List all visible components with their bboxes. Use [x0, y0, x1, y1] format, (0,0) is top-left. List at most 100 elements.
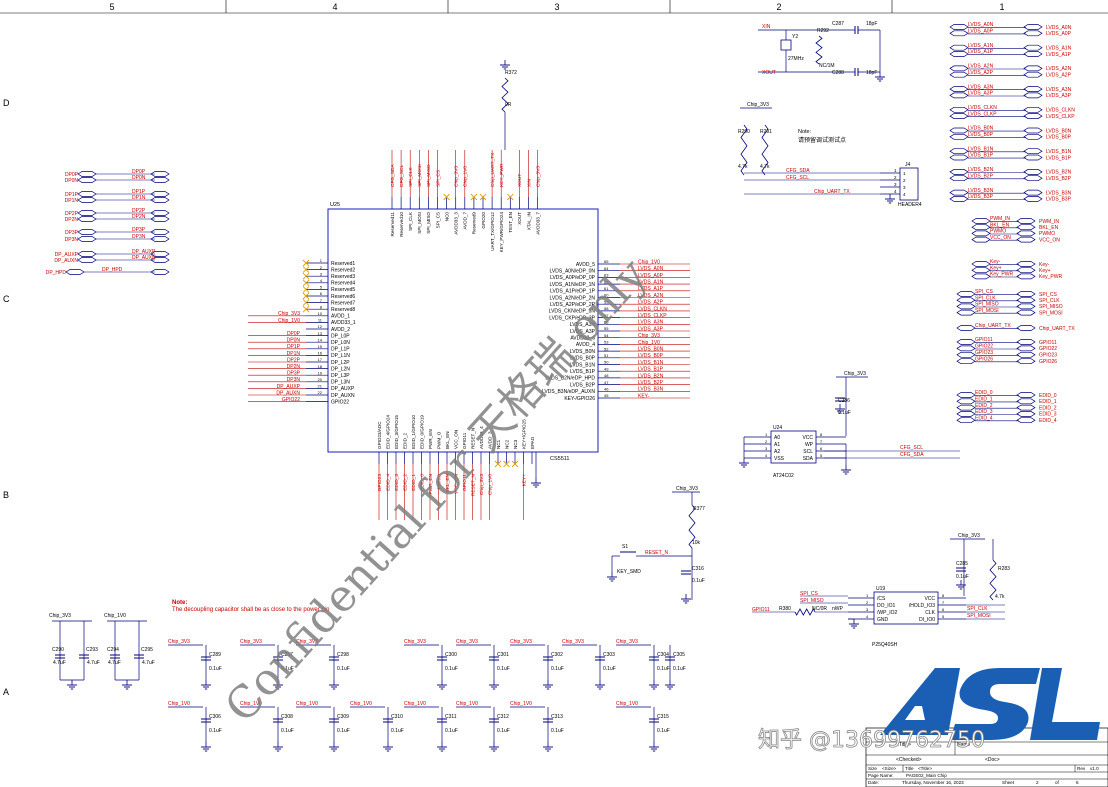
net-label: DP0P: [287, 331, 301, 337]
supply-label: Chip_3V3: [676, 486, 698, 492]
net-label: LVDS_A3N: [638, 320, 664, 326]
port-symbol: [1023, 148, 1043, 155]
port-symbol: [949, 196, 969, 202]
resistor-symbol: [989, 559, 997, 601]
asl-logo-a-hole: [905, 706, 925, 720]
port-out-label: LVDS_B1N: [1046, 149, 1072, 155]
net-label: EDID_4: [385, 474, 391, 491]
pin-number: 6: [820, 446, 823, 451]
capacitor-ref: C300: [445, 652, 457, 658]
pin-name: Reserved3: [331, 274, 355, 280]
dp-port-in-label: DP3N: [65, 237, 79, 243]
pin-number: 4: [866, 614, 869, 619]
pin-name: CLK: [925, 610, 935, 616]
port-symbol: [949, 133, 969, 140]
pin-name: UART_TX/GPIO12: [490, 212, 495, 251]
capacitor-value: 0.1uF: [838, 410, 851, 416]
capacitor-ref: C315: [657, 714, 669, 720]
port-out-label: EDID_2: [1039, 405, 1057, 411]
port-symbol: [1016, 411, 1036, 417]
resistor-ref: R380: [779, 606, 791, 612]
port-symbol: [1023, 106, 1043, 113]
capacitor-value: 0.1uF: [657, 666, 670, 672]
pin-number: 20: [318, 377, 323, 382]
port-out-label: SPI_CLK: [1039, 298, 1060, 304]
net-label: LVDS_A0N: [638, 266, 664, 272]
resistor-symbol: [688, 504, 696, 549]
net-label: SPI_CLK: [967, 606, 988, 612]
port-symbol: [956, 398, 976, 405]
title-date: Thursday, November 16, 2023: [902, 780, 964, 785]
port-out-label: Key-: [1039, 262, 1050, 268]
switch-ref: S1: [622, 544, 628, 550]
net-label: LVDS_A1N: [638, 280, 664, 286]
port-symbol: [949, 24, 969, 30]
pin-name: BKL_EN: [445, 431, 450, 449]
dp-port-symbol: [77, 251, 97, 257]
port-symbol: [971, 261, 991, 267]
pin-name: SPI_MISO: [426, 212, 431, 234]
port-in-label: GPIO26: [975, 356, 993, 362]
pin-name: SPI_MOSI: [417, 212, 422, 234]
pin-name: GPIO22: [331, 399, 349, 405]
pin-number: 21: [318, 384, 323, 389]
port-in-label: PWM_IN: [990, 216, 1010, 222]
dp-port-out-label: DP2P: [132, 208, 146, 214]
port-symbol: [949, 113, 969, 119]
port-symbol: [949, 86, 969, 92]
asl-logo: [880, 668, 1100, 740]
net-label: LVDS_A2N: [638, 293, 664, 299]
port-out-label: Chip_UART_TX: [1039, 326, 1075, 332]
dp-port-in-label: DP0N: [65, 178, 79, 184]
port-symbol: [1016, 392, 1036, 398]
pin-name: LVDS_B2N/eDP_HPD: [545, 376, 595, 382]
net-label: EDID_1: [411, 474, 417, 491]
net-label: LVDS_B2P: [638, 380, 664, 386]
pin-number: 7: [320, 298, 323, 303]
pin-name: Reserved9: [472, 212, 477, 235]
net-label: XOUT: [517, 174, 523, 187]
port-symbol: [1016, 261, 1036, 267]
pin-name: AVDD_7: [463, 212, 468, 230]
port-out-label: GPIO22: [1039, 346, 1057, 352]
no-connect-mark: [302, 259, 310, 267]
port-symbol: [956, 345, 976, 352]
resistor-symbol: [794, 608, 816, 616]
capacitor-value: 0.1uF: [497, 728, 510, 734]
net-label: CFG_SCL: [786, 175, 809, 181]
pin-number: 2: [320, 265, 323, 270]
pin-name: LVDS_CKP/eDP_3P: [549, 315, 595, 321]
pin-name: AVDD33_7: [535, 212, 540, 235]
port-out-label: LVDS_B3P: [1046, 197, 1072, 203]
pin-number: 14: [318, 337, 323, 342]
title-size: <Size>: [882, 766, 897, 771]
net-label: EDID_2: [402, 474, 408, 491]
supply-label: Chip_1V0: [104, 613, 126, 619]
pin-number: 3: [903, 185, 906, 190]
pin-number: 50: [604, 360, 609, 365]
port-symbol: [956, 309, 976, 316]
port-symbol: [949, 30, 969, 37]
pin-name: TEST_EN: [508, 212, 513, 233]
port-in-label: Key-: [990, 259, 1001, 265]
port-symbol: [1016, 325, 1036, 331]
pin-name: EDID_2: [402, 432, 407, 449]
net-label: CFG_SCL: [900, 445, 923, 451]
capacitor-value: 0.1uF: [281, 666, 294, 672]
resistor-symbol: [815, 35, 823, 65]
dp-port-out-label: DP2N: [132, 214, 146, 220]
net-label: EDID_3: [394, 474, 400, 491]
net-label: DP2N: [287, 364, 301, 370]
dp-port-out-label: DP_HPD: [102, 267, 123, 273]
dp-port-symbol: [150, 210, 170, 216]
port-symbol: [1016, 291, 1036, 297]
pin-number: 4: [894, 189, 897, 194]
no-connect-mark: [494, 460, 502, 468]
pin-name: SCL: [803, 449, 813, 455]
port-symbol: [971, 218, 991, 224]
pin-name: LVDS_B3N/eDP_AUXN: [542, 389, 595, 395]
chip-body: [327, 208, 599, 453]
port-in-label: LVDS_B3P: [968, 194, 994, 200]
port-symbol: [1016, 218, 1036, 224]
